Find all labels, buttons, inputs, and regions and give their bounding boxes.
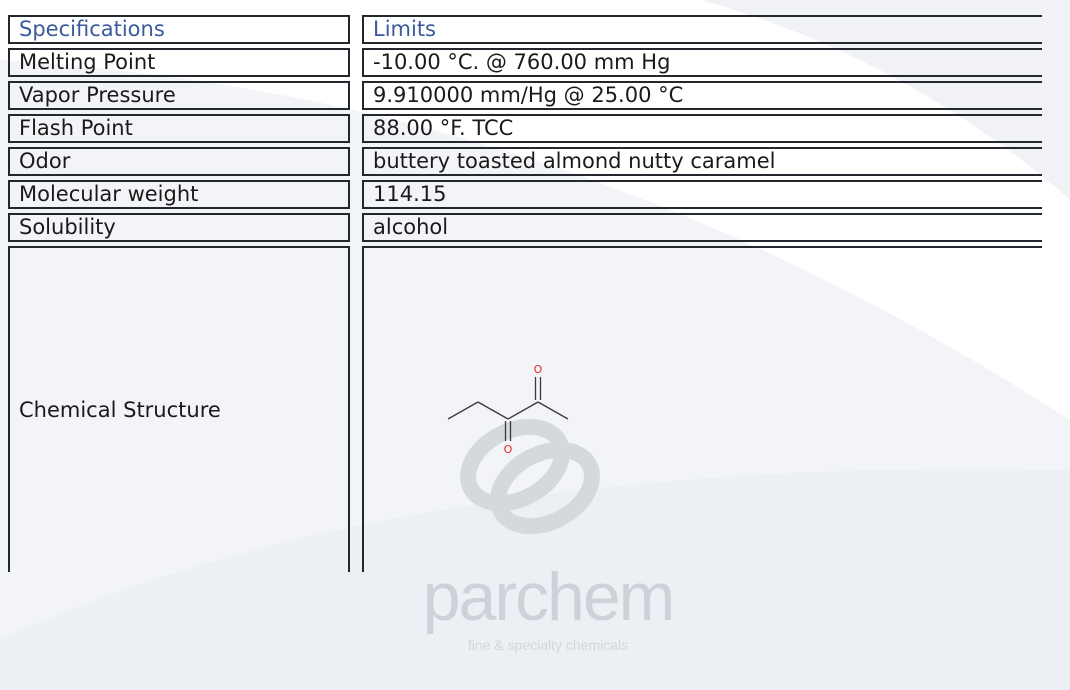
row-label: Chemical Structure [8,246,350,572]
oxygen-atom-bottom: O [504,443,513,456]
table-row: Molecular weight 114.15 [8,180,1042,209]
row-label: Odor [8,147,350,176]
row-value: 88.00 °F. TCC [362,114,1042,143]
table-row: Melting Point -10.00 °C. @ 760.00 mm Hg [8,48,1042,77]
table-row: Solubility alcohol [8,213,1042,242]
header-specifications: Specifications [8,15,350,44]
row-value: -10.00 °C. @ 760.00 mm Hg [362,48,1042,77]
row-label: Melting Point [8,48,350,77]
table-row: Vapor Pressure 9.910000 mm/Hg @ 25.00 °C [8,81,1042,110]
row-value: buttery toasted almond nutty caramel [362,147,1042,176]
chemical-structure-diagram: O O [447,363,569,456]
molecule-bonds [447,377,569,441]
chemical-structure-row: Chemical Structure O O [8,246,1042,572]
chemical-structure-cell: O O [362,246,1042,572]
watermark-brand: parchem [423,559,674,635]
specifications-table: Specifications Limits Melting Point -10.… [8,11,1042,576]
oxygen-atom-top: O [534,363,543,376]
row-label: Vapor Pressure [8,81,350,110]
header-limits: Limits [362,15,1042,44]
row-value: 114.15 [362,180,1042,209]
table-row: Flash Point 88.00 °F. TCC [8,114,1042,143]
interlocking-rings-icon [460,418,600,535]
row-label: Flash Point [8,114,350,143]
row-value: alcohol [362,213,1042,242]
row-label: Molecular weight [8,180,350,209]
table-row: Odor buttery toasted almond nutty carame… [8,147,1042,176]
table-header-row: Specifications Limits [8,15,1042,44]
parchem-watermark-logo: parchem fine & specialty chemicals [423,418,675,653]
row-value: 9.910000 mm/Hg @ 25.00 °C [362,81,1042,110]
watermark-tagline: fine & specialty chemicals [468,637,628,653]
row-label: Solubility [8,213,350,242]
